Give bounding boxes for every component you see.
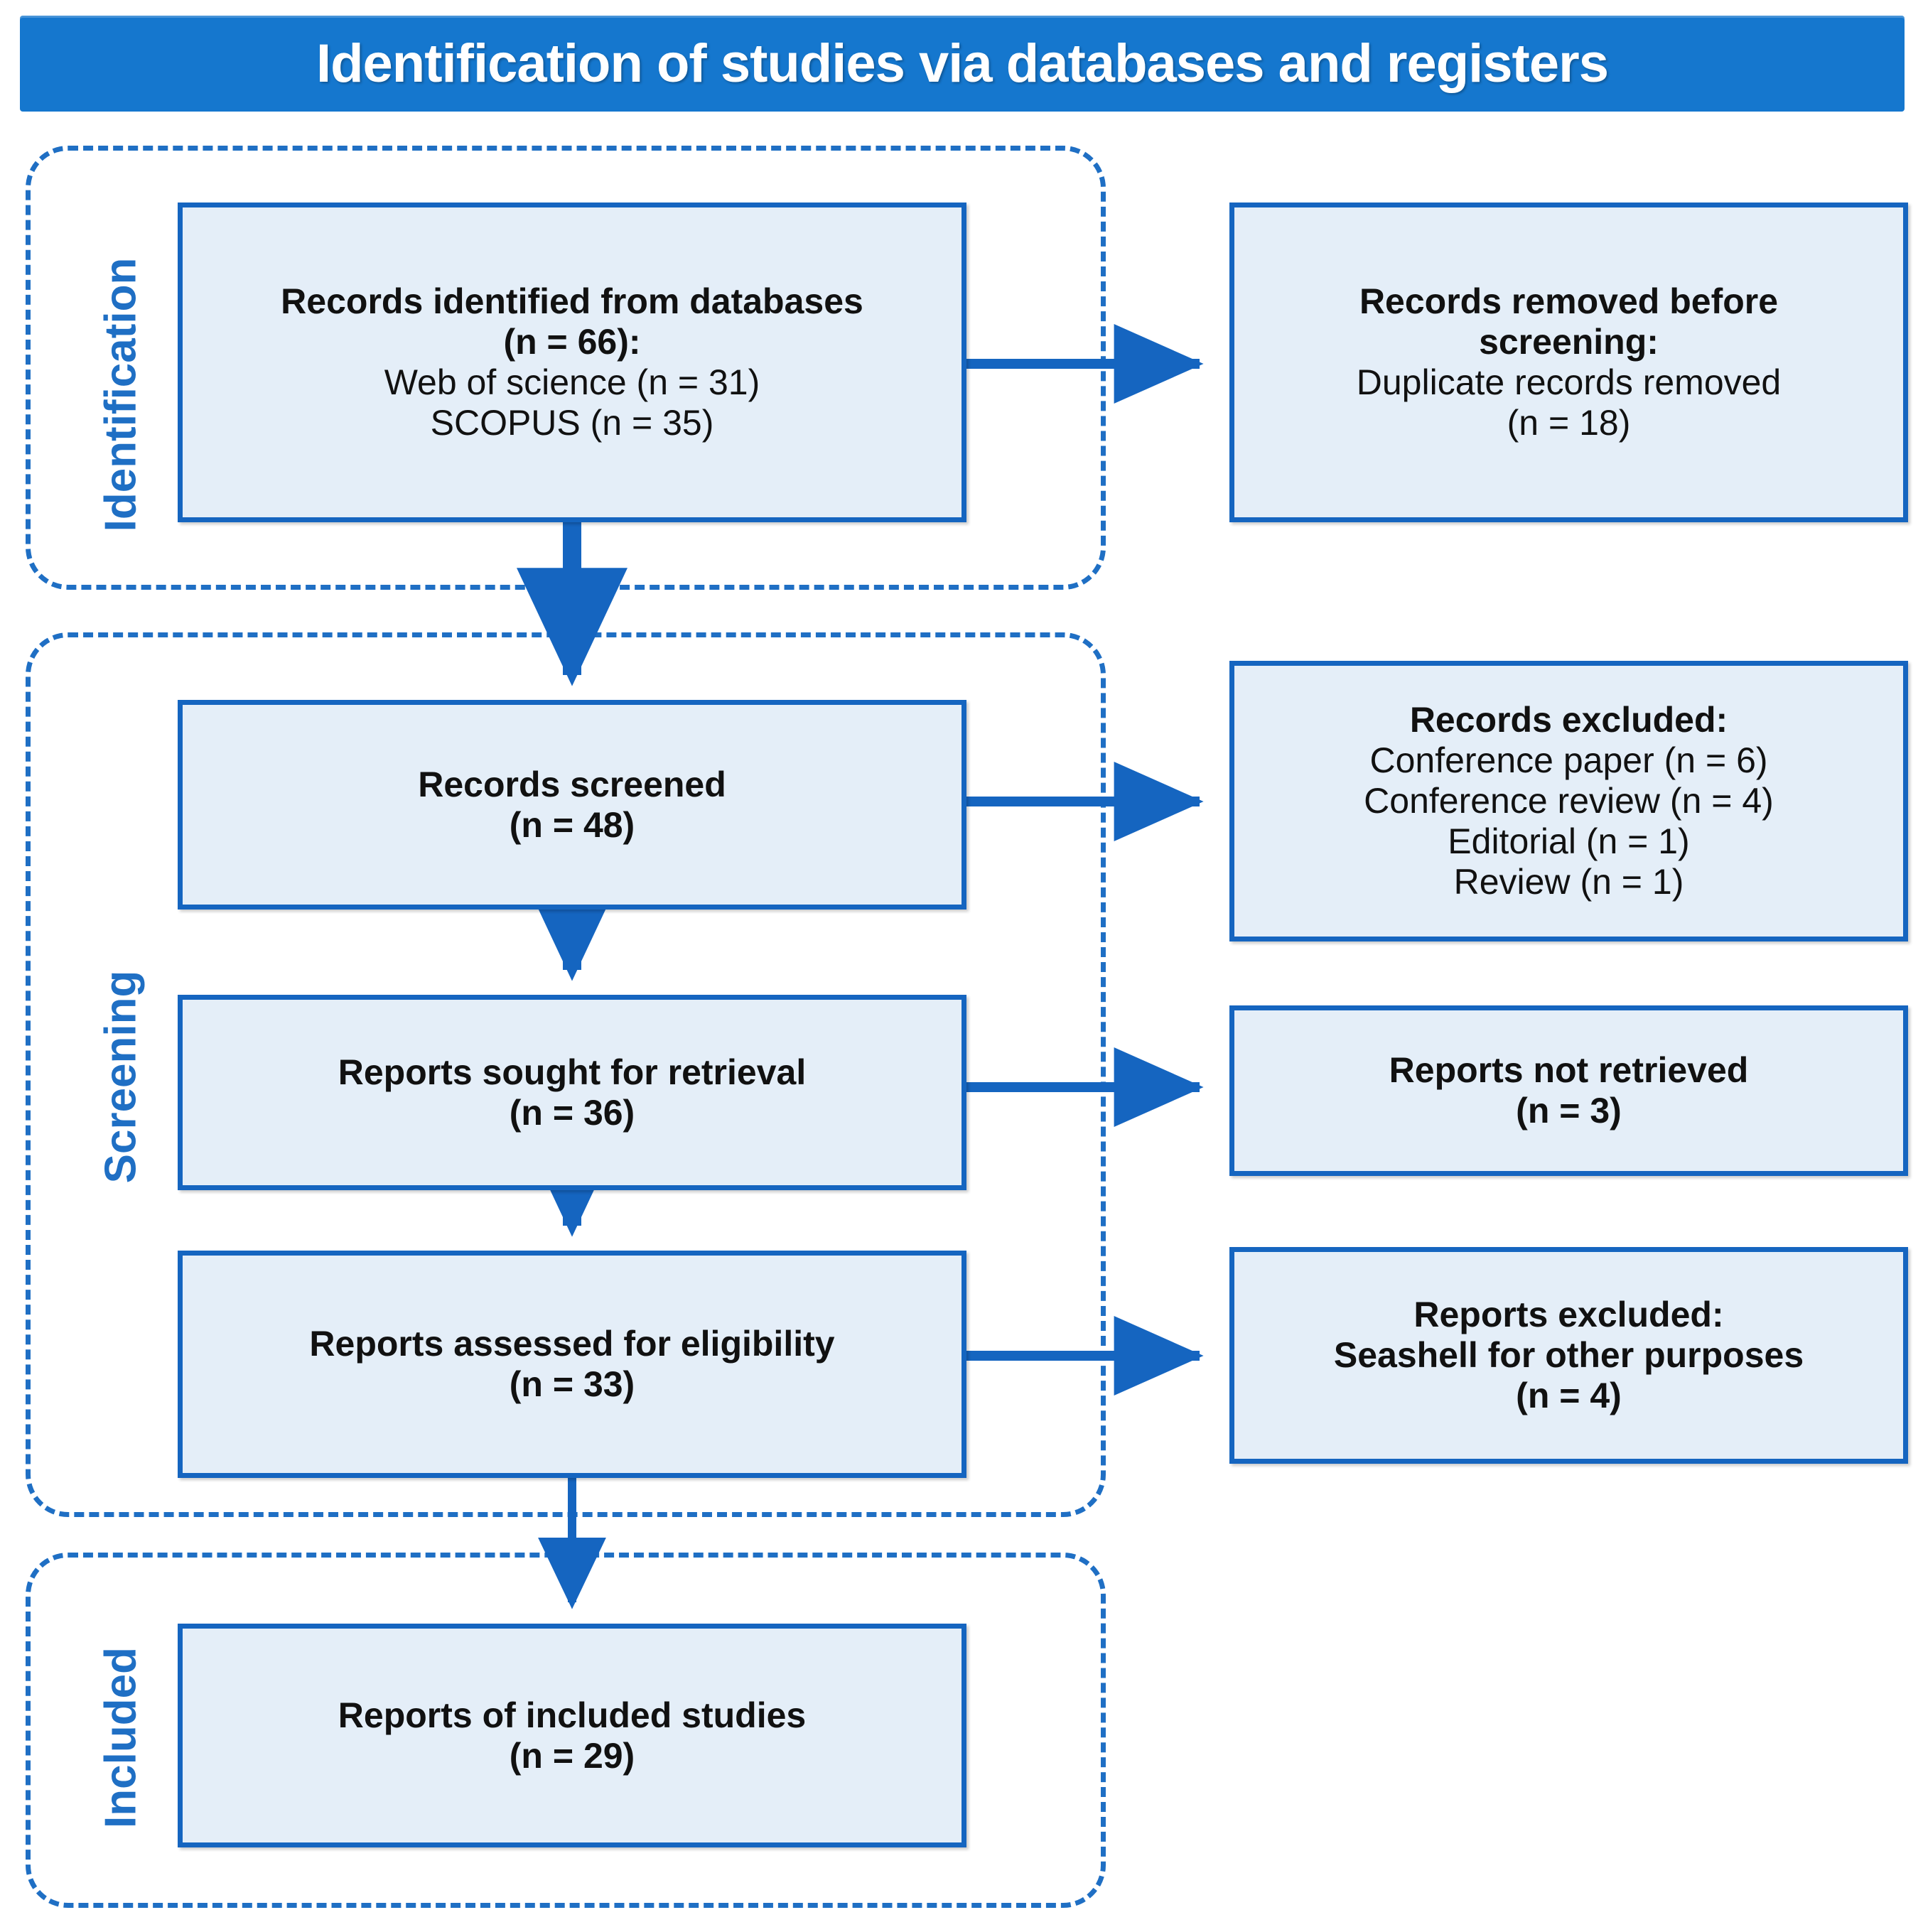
diagram-header-banner: Identification of studies via databases …	[20, 16, 1905, 112]
node-line: (n = 66):	[503, 322, 641, 362]
node-line: (n = 48)	[509, 804, 635, 845]
node-line: Reports excluded:	[1413, 1295, 1724, 1334]
node-line: Reports assessed for eligibility	[309, 1324, 835, 1364]
node-reports-sought-for-retrieval: Reports sought for retrieval (n = 36)	[178, 995, 966, 1190]
node-text-block: Reports assessed for eligibility (n = 33…	[183, 1324, 962, 1405]
node-text-block: Records screened (n = 48)	[183, 765, 962, 846]
node-text-block: Reports of included studies (n = 29)	[183, 1695, 962, 1776]
node-records-identified: Records identified from databases (n = 6…	[178, 203, 966, 522]
node-records-excluded: Records excluded: Conference paper (n = …	[1229, 661, 1908, 941]
node-text-block: Records removed before screening: Duplic…	[1234, 281, 1903, 443]
node-line: (n = 36)	[509, 1092, 635, 1133]
node-records-screened: Records screened (n = 48)	[178, 700, 966, 910]
node-line: screening:	[1479, 322, 1659, 362]
node-line: Conference review (n = 4)	[1364, 781, 1774, 821]
node-line: Review (n = 1)	[1453, 862, 1684, 902]
node-line: (n = 29)	[509, 1735, 635, 1776]
node-line: Duplicate records removed	[1356, 362, 1782, 402]
node-line: Records removed before	[1359, 281, 1779, 321]
page-title: Identification of studies via databases …	[316, 33, 1609, 94]
node-line: (n = 33)	[509, 1364, 635, 1404]
node-line: (n = 18)	[1507, 403, 1631, 443]
node-line: Conference paper (n = 6)	[1369, 740, 1768, 780]
node-line: Seashell for other purposes	[1333, 1335, 1804, 1375]
node-reports-not-retrieved: Reports not retrieved (n = 3)	[1229, 1005, 1908, 1176]
node-line: Records screened	[418, 764, 726, 804]
node-line: (n = 4)	[1516, 1376, 1622, 1415]
node-line: Records identified from databases	[281, 281, 863, 321]
node-line: (n = 3)	[1516, 1091, 1622, 1130]
node-records-removed-before-screening: Records removed before screening: Duplic…	[1229, 203, 1908, 522]
node-line: Web of science (n = 31)	[384, 362, 760, 402]
node-text-block: Reports sought for retrieval (n = 36)	[183, 1052, 962, 1133]
node-line: Reports sought for retrieval	[338, 1052, 807, 1092]
node-line: Records excluded:	[1409, 700, 1728, 740]
node-reports-excluded: Reports excluded: Seashell for other pur…	[1229, 1247, 1908, 1464]
node-text-block: Reports not retrieved (n = 3)	[1234, 1050, 1903, 1131]
node-line: Reports of included studies	[338, 1695, 807, 1735]
node-line: SCOPUS (n = 35)	[430, 403, 714, 443]
node-line: Reports not retrieved	[1389, 1050, 1749, 1090]
node-reports-of-included-studies: Reports of included studies (n = 29)	[178, 1624, 966, 1847]
node-line: Editorial (n = 1)	[1448, 821, 1690, 861]
node-text-block: Records excluded: Conference paper (n = …	[1234, 700, 1903, 902]
node-text-block: Reports excluded: Seashell for other pur…	[1234, 1295, 1903, 1416]
node-text-block: Records identified from databases (n = 6…	[183, 281, 962, 443]
node-reports-assessed-for-eligibility: Reports assessed for eligibility (n = 33…	[178, 1251, 966, 1478]
